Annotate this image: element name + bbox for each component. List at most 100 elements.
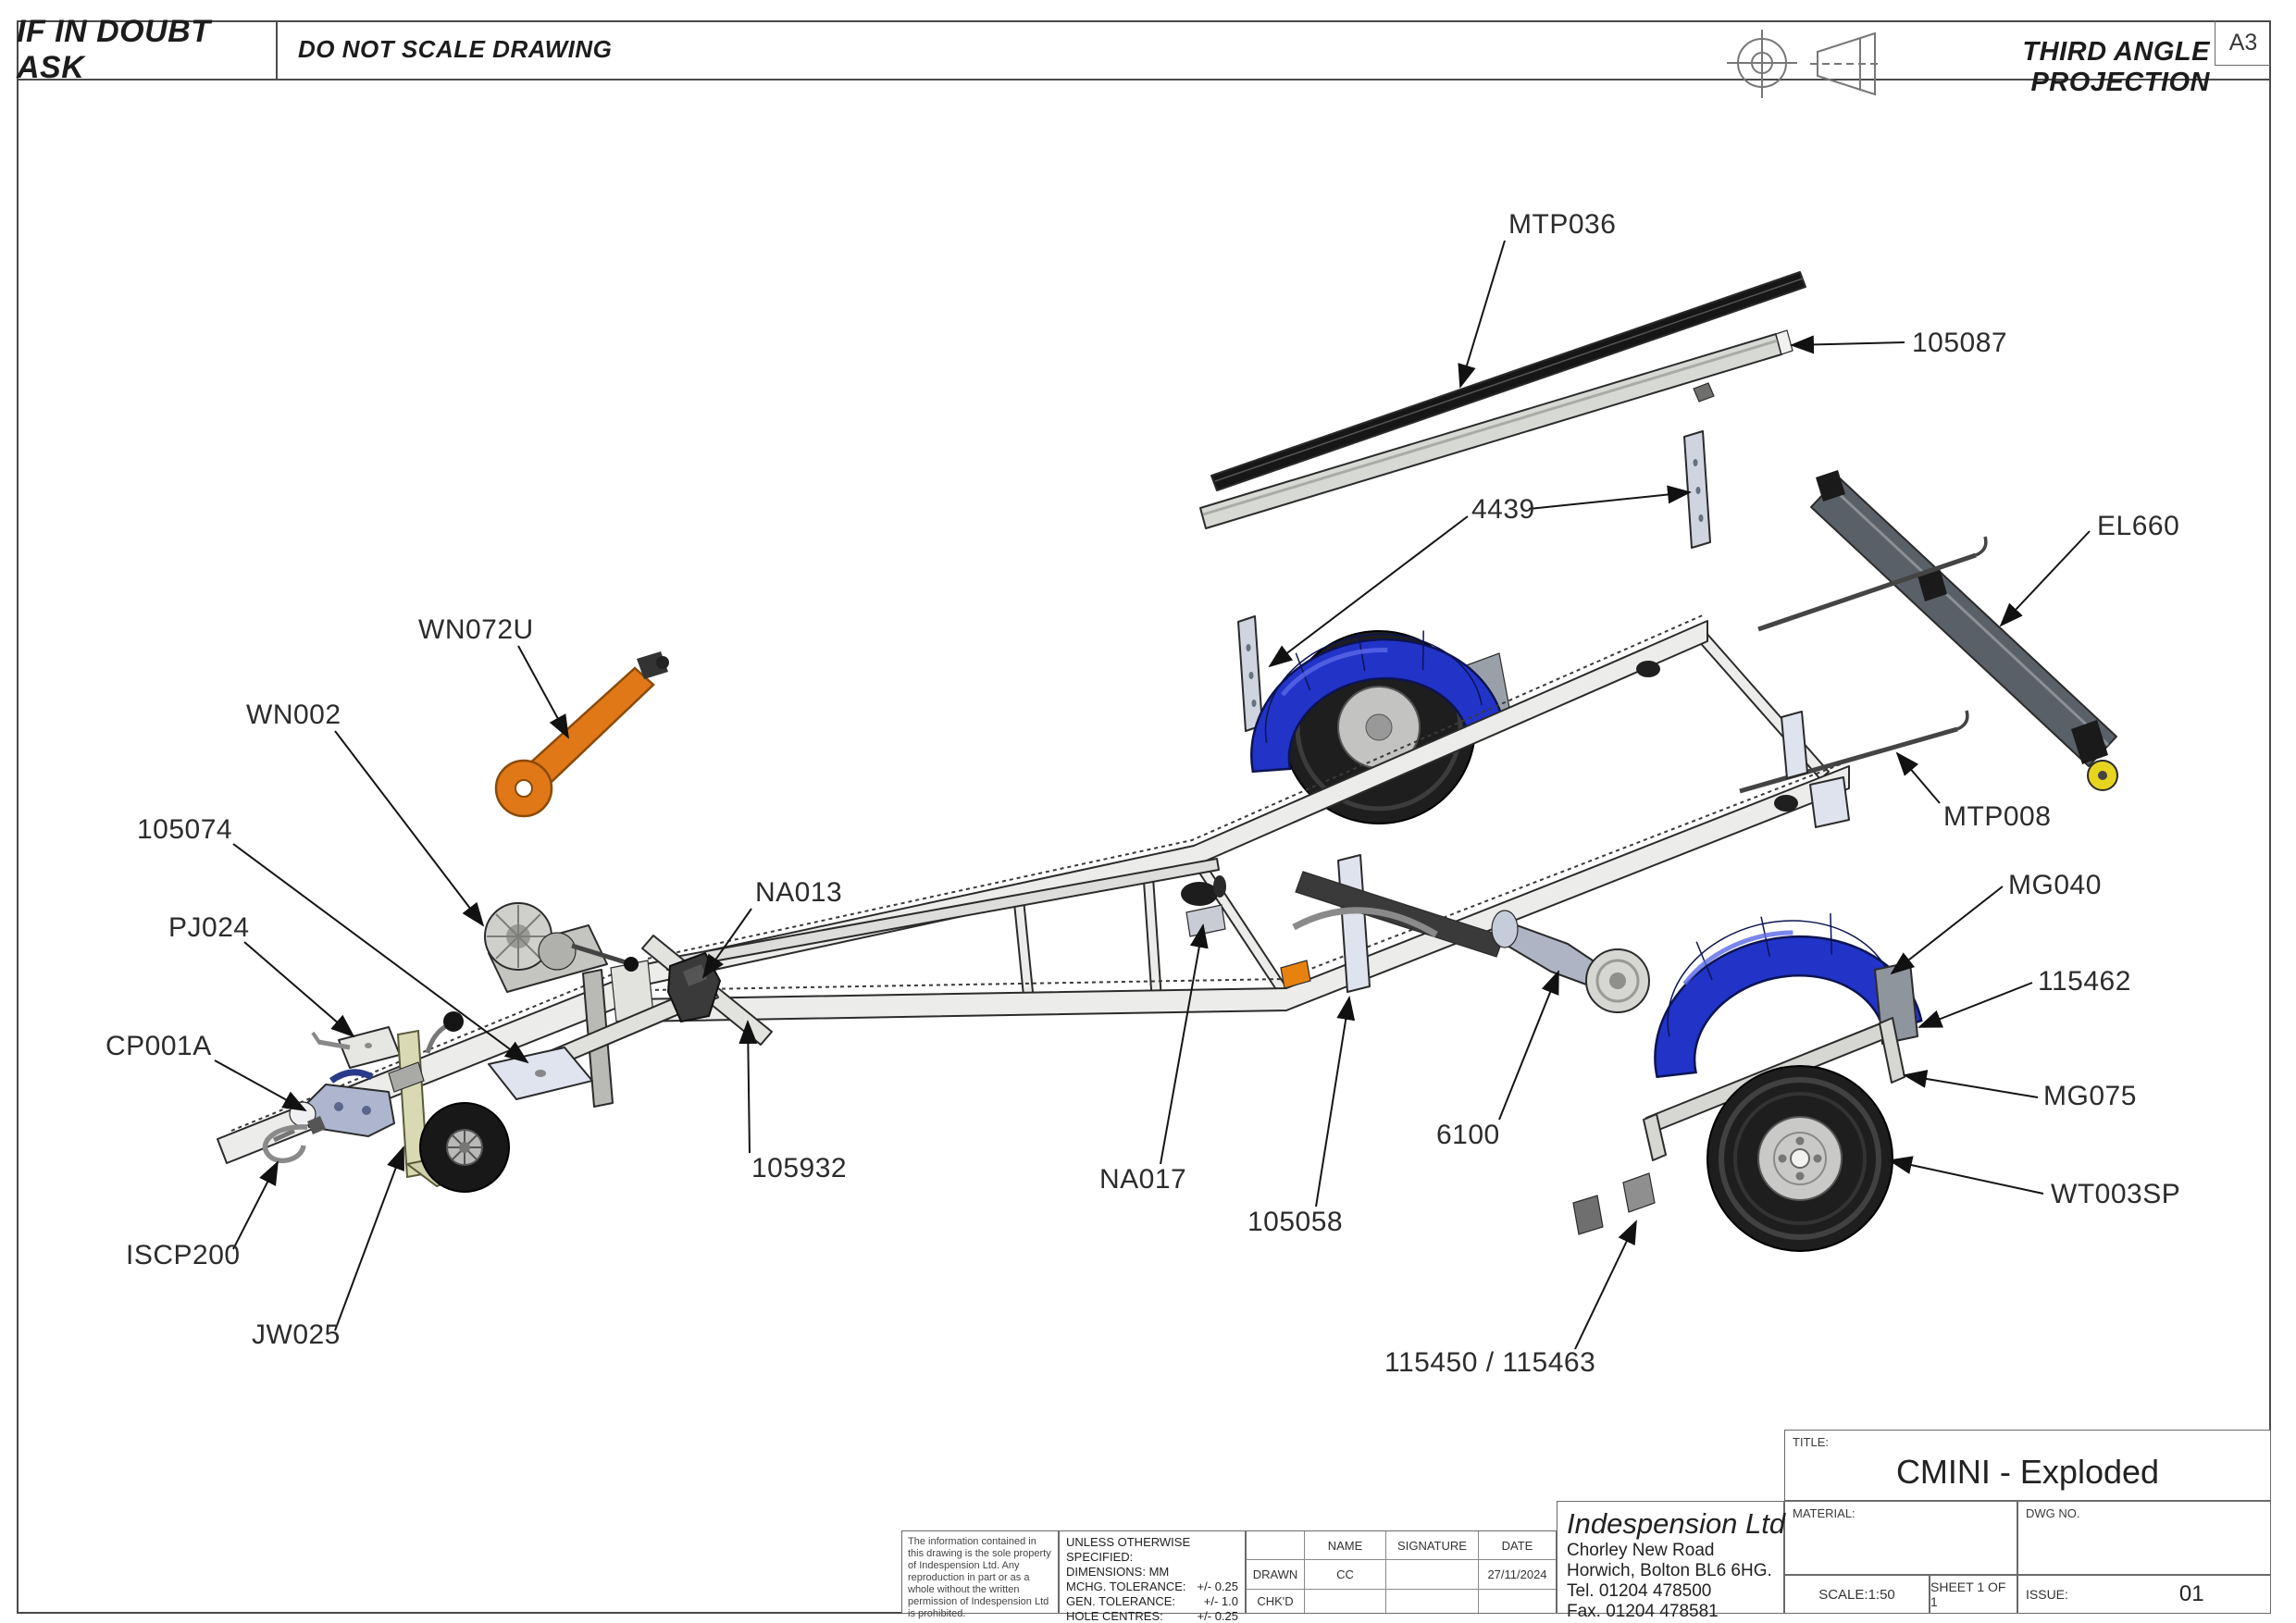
company-tel: Tel. 01204 478500 <box>1567 1581 1712 1601</box>
drawing-title: CMINI - Exploded <box>1895 1453 2160 1491</box>
part-label-NA017: NA017 <box>1099 1164 1186 1195</box>
part-label-MG040: MG040 <box>2008 870 2102 900</box>
bunk-shape-mtp036 <box>1210 271 1806 491</box>
spec-row2-label: HOLE CENTRES: <box>1066 1609 1163 1623</box>
part-label-105932: 105932 <box>751 1153 847 1183</box>
part-label-4439: 4439 <box>1471 494 1535 525</box>
leader-PJ024 <box>243 941 355 1038</box>
jockey-wheel-jw025 <box>388 1011 510 1193</box>
sheet-count-box: SHEET 1 OF 1 <box>1930 1575 2017 1614</box>
signoff-drawn-name: CC <box>1304 1559 1385 1589</box>
do-not-scale-text: DO NOT SCALE DRAWING <box>298 35 613 63</box>
part-label-MTP036: MTP036 <box>1508 209 1616 240</box>
signoff-col-name: NAME <box>1304 1531 1385 1559</box>
signoff-table: NAME SIGNATURE DATE DRAWN CC 27/11/2024 … <box>1246 1530 1557 1614</box>
part-label-115462: 115462 <box>2038 966 2131 997</box>
warning-box: IF IN DOUBT ASK <box>17 14 278 85</box>
bracket-shape-pj024 <box>311 1026 401 1069</box>
part-label-CP001A: CP001A <box>105 1031 212 1061</box>
part-label-105074: 105074 <box>137 814 232 845</box>
part-label-NA013: NA013 <box>755 877 842 908</box>
safety-cable-iscp200 <box>262 1116 326 1164</box>
header-divider <box>17 79 2271 81</box>
signoff-drawn-role: DRAWN <box>1247 1559 1304 1589</box>
winch-handle-wn072u <box>494 651 669 818</box>
part-label-115450 / 115463: 115450 / 115463 <box>1384 1347 1595 1378</box>
leader-WN002 <box>334 730 485 927</box>
rod-shapes-mtp008 <box>1739 536 1988 794</box>
bracket-shape-4439-right <box>1683 430 1711 549</box>
leader-CP001A <box>214 1059 307 1111</box>
company-address2: Horwich, Bolton BL6 6HG. <box>1567 1561 1772 1580</box>
leader-MG075 <box>1903 1070 2039 1098</box>
signoff-drawn-date: 27/11/2024 <box>1478 1559 1556 1589</box>
title-label: TITLE: <box>1793 1435 1830 1449</box>
scale-box: SCALE:1:50 <box>1784 1575 1930 1614</box>
leader-MTP036 <box>1458 240 1506 389</box>
leader-105058 <box>1315 996 1356 1208</box>
issue-value: 01 <box>2178 1581 2204 1606</box>
leader-WT003SP <box>1888 1156 2044 1195</box>
leader-6100 <box>1498 970 1559 1121</box>
spec-row0-label: MCHG. TOLERANCE: <box>1066 1580 1186 1593</box>
spec-line2: DIMENSIONS: MM <box>1066 1565 1170 1579</box>
leader-4439 <box>1268 515 1469 668</box>
dwg-no-label: DWG NO. <box>2026 1506 2080 1520</box>
part-label-PJ024: PJ024 <box>168 912 250 943</box>
leader-WN072U <box>517 645 569 739</box>
part-label-MTP008: MTP008 <box>1943 801 2051 832</box>
company-address1: Chorley New Road <box>1567 1541 1715 1560</box>
signoff-col-date: DATE <box>1478 1531 1556 1559</box>
signoff-col-signature: SIGNATURE <box>1385 1531 1478 1559</box>
dwg-no-box: DWG NO. <box>2017 1501 2271 1575</box>
part-label-WT003SP: WT003SP <box>2051 1179 2180 1209</box>
signoff-chkd-name <box>1304 1589 1385 1613</box>
spec-row0-value: +/- 0.25 <box>1197 1580 1238 1593</box>
signoff-chkd-role: CHK'D <box>1247 1589 1304 1613</box>
projection-text: THIRD ANGLE PROJECTION <box>2022 37 2210 97</box>
part-label-WN072U: WN072U <box>418 614 534 645</box>
signoff-corner <box>1247 1531 1304 1559</box>
material-label: MATERIAL: <box>1793 1506 1855 1520</box>
company-name: Indespension Ltd <box>1567 1507 1786 1540</box>
leader-115450 / 115463 <box>1574 1220 1637 1350</box>
wheel-shape-wt003sp <box>1706 1065 1893 1252</box>
spec-row1-label: GEN. TOLERANCE: <box>1066 1594 1175 1608</box>
part-label-105058: 105058 <box>1247 1207 1343 1237</box>
issue-label: ISSUE: <box>2026 1587 2068 1602</box>
side-guide-bracket <box>1781 711 1808 779</box>
leader-105087 <box>1790 335 1905 354</box>
fender-shape-mg040 <box>1654 912 1923 1079</box>
winch-shape-wn002 <box>484 902 639 993</box>
signoff-chkd-signature <box>1385 1589 1478 1613</box>
pads-shape-115450-115463 <box>1572 1172 1656 1235</box>
third-angle-projection-icon <box>1727 30 1882 98</box>
leader-NA017 <box>1160 923 1209 1165</box>
axle-and-hub-6100 <box>1292 871 1650 1013</box>
part-label-WN002: WN002 <box>246 700 341 730</box>
part-label-JW025: JW025 <box>252 1319 341 1350</box>
signoff-chkd-date <box>1478 1589 1556 1613</box>
leader-JW025 <box>334 1146 404 1332</box>
leader-ISCP200 <box>232 1160 279 1250</box>
bracket-shape-4439-left <box>1237 615 1263 732</box>
sheet-size-box: A3 <box>2215 20 2271 66</box>
part-label-MG075: MG075 <box>2043 1081 2137 1111</box>
title-box: TITLE: CMINI - Exploded <box>1784 1430 2271 1501</box>
warning-text: IF IN DOUBT ASK <box>17 13 211 85</box>
part-label-105087: 105087 <box>1912 328 2007 358</box>
reflector <box>1280 960 1311 989</box>
leader-MG040 <box>1890 886 2004 975</box>
trailer-frame <box>217 613 1850 1164</box>
lighting-board-shape-el660 <box>1810 470 2118 791</box>
issue-box: ISSUE: 01 <box>2017 1575 2271 1614</box>
tolerance-box: UNLESS OTHERWISE SPECIFIED: DIMENSIONS: … <box>1059 1530 1246 1623</box>
legal-notice: The information contained in this drawin… <box>901 1530 1059 1619</box>
leader-4439 <box>1528 485 1692 510</box>
part-label-ISCP200: ISCP200 <box>126 1240 241 1270</box>
leader-115462 <box>1917 982 2033 1028</box>
signoff-drawn-signature <box>1385 1559 1478 1589</box>
spec-line1: UNLESS OTHERWISE SPECIFIED: <box>1066 1535 1191 1564</box>
